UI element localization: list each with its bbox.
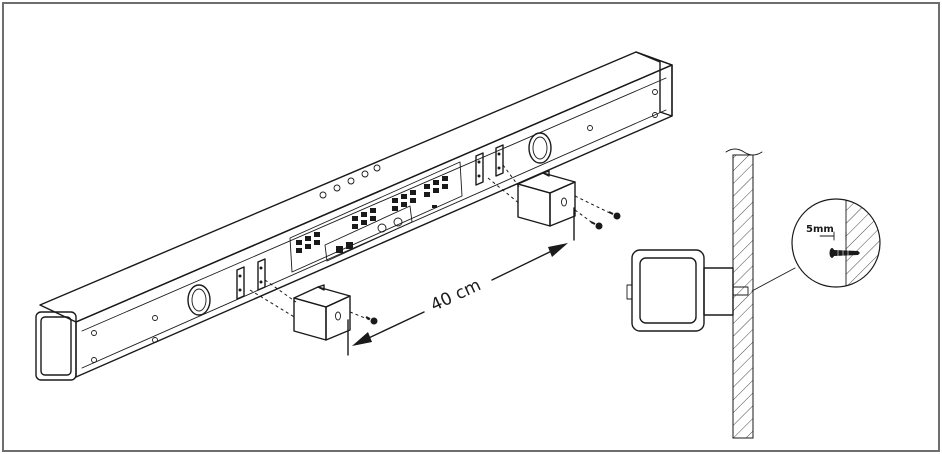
screw-gap-detail <box>791 198 881 288</box>
right-wall-bracket <box>475 144 621 241</box>
left-wall-bracket <box>236 258 378 356</box>
right-port <box>528 132 552 164</box>
left-port <box>187 284 211 316</box>
soundbar <box>35 51 673 381</box>
wall-side-view <box>626 148 796 439</box>
gap-label: 5mm <box>806 224 834 235</box>
spacing-dimension <box>352 243 568 346</box>
spacing-label: 40 cm <box>428 275 484 316</box>
